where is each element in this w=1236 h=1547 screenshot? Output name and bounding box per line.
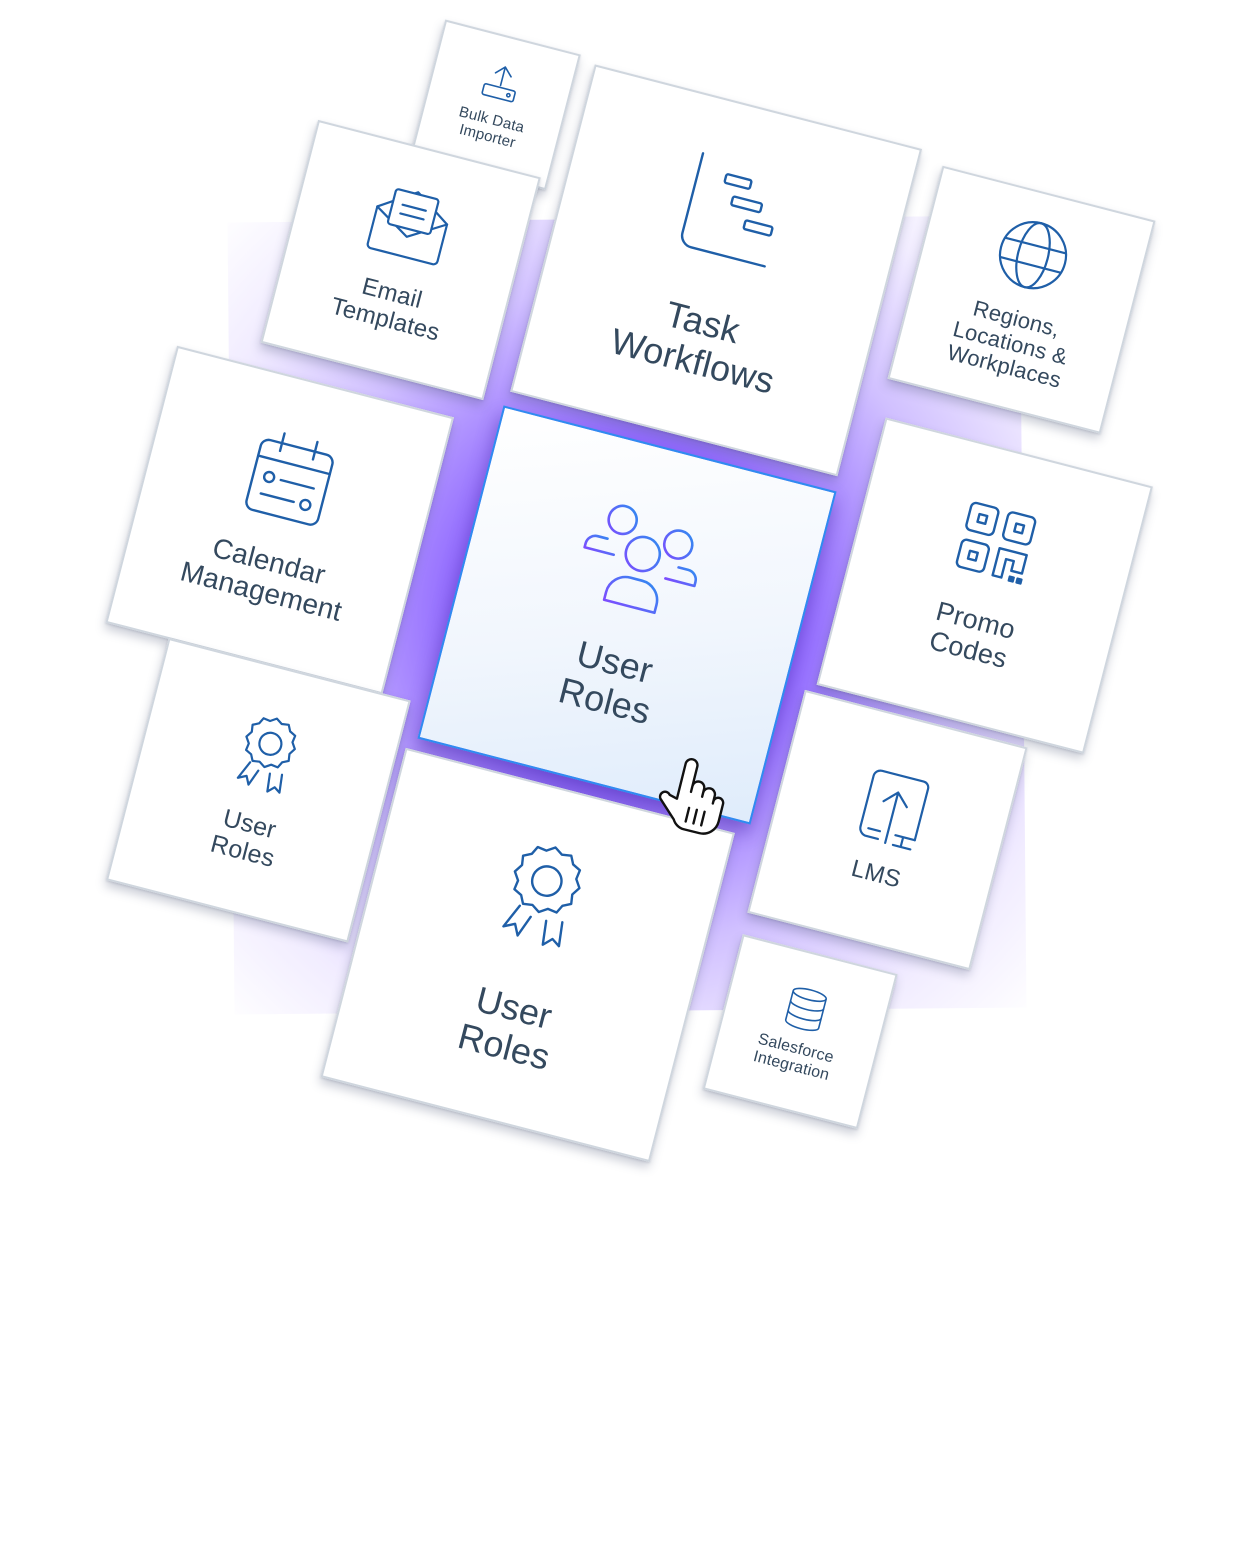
tile-promo-codes[interactable]: Promo Codes	[816, 417, 1153, 754]
hand-pointer-cursor-icon	[656, 758, 726, 835]
database-icon	[781, 983, 831, 1036]
tile-email-templates[interactable]: Email Templates	[260, 119, 541, 401]
award-badge-icon	[230, 708, 306, 798]
users-group-icon	[570, 494, 712, 625]
tile-user-roles-active[interactable]: User Roles	[417, 405, 837, 825]
globe-icon	[989, 211, 1077, 299]
gantt-chart-icon	[670, 147, 793, 273]
tile-bulk-data-importer[interactable]: Bulk Data Importer	[410, 19, 581, 191]
book-upload-icon	[851, 764, 934, 856]
tile-label-line1: LMS	[848, 854, 904, 894]
tile-task-workflows[interactable]: Task Workflows	[510, 64, 923, 477]
upload-drive-icon	[475, 59, 528, 109]
calendar-icon	[240, 423, 342, 531]
tile-lms[interactable]: LMS	[747, 689, 1028, 971]
tile-user-roles-large[interactable]: User Roles	[320, 747, 735, 1163]
tile-salesforce-integration[interactable]: Salesforce Integration	[702, 934, 898, 1130]
feature-grid-illustration: Bulk Data Importer Email Templates	[0, 0, 1236, 1173]
tile-user-roles-small[interactable]: User Roles	[106, 637, 411, 943]
award-badge-icon	[493, 834, 595, 954]
tile-calendar-management[interactable]: Calendar Management	[105, 345, 454, 695]
qr-code-icon	[951, 498, 1040, 590]
open-envelope-icon	[360, 176, 460, 271]
tile-regions-locations-workplaces[interactable]: Regions, Locations & Workplaces	[887, 165, 1156, 434]
